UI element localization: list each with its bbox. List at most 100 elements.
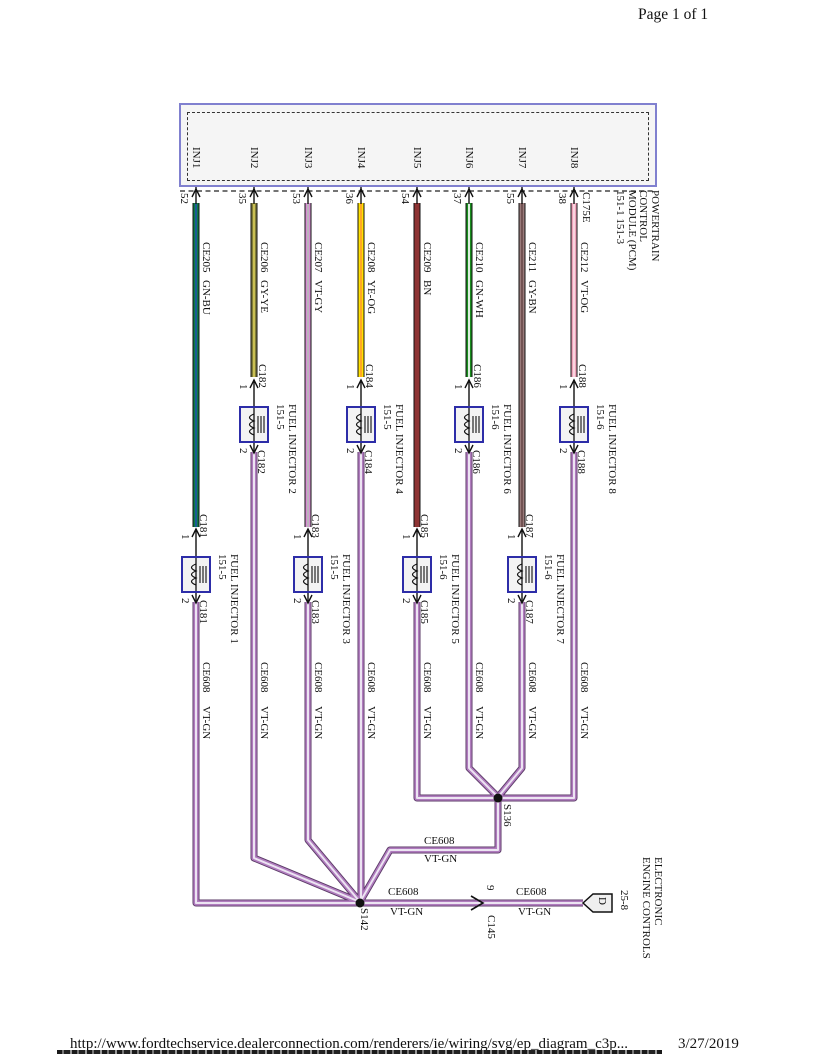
- wire-color-label: YE-OG: [365, 280, 377, 315]
- injector-6-label: FUEL INJECTOR 6 151-6: [489, 404, 514, 494]
- wire-color-label: VT-GY: [312, 280, 324, 314]
- pcm-pin-number: 52: [178, 193, 190, 204]
- coil-icon: [302, 558, 319, 591]
- pin1-label: 1: [400, 534, 412, 540]
- splice-s142-label: S142: [358, 908, 370, 931]
- c145-pin-number: 9: [484, 885, 496, 891]
- connector-label: C186: [471, 364, 483, 388]
- pcm-pin-number: 38: [556, 193, 568, 204]
- pin-arrows: [191, 187, 579, 605]
- clipped-text-edge: [57, 1050, 662, 1054]
- circuit-label: CE210: [473, 242, 485, 273]
- pin2-label: 2: [179, 598, 191, 604]
- pcm-pin-number: 53: [290, 193, 302, 204]
- fuel-injector-6-box: [454, 406, 484, 443]
- out-circuit-label: CE608: [312, 662, 324, 693]
- pin2-label: 2: [344, 448, 356, 454]
- pin1-label: 1: [505, 534, 517, 540]
- connector-label: C183: [309, 514, 321, 538]
- connector-label: C187: [523, 600, 535, 624]
- offpage-ref-number: 25-8: [618, 890, 630, 911]
- connector-label: C187: [523, 514, 535, 538]
- coil-icon: [248, 408, 265, 441]
- pcm-pin-name: INJ3: [302, 147, 314, 169]
- out-circuit-label: CE608: [365, 662, 377, 693]
- coil-icon: [568, 408, 585, 441]
- pin2-label: 2: [237, 448, 249, 454]
- out-color-label: VT-GN: [526, 706, 538, 740]
- pcm-pin-number: 54: [399, 193, 411, 204]
- wire-color-label: VT-OG: [578, 280, 590, 314]
- injector-5-label: FUEL INJECTOR 5 151-6: [437, 554, 462, 644]
- circuit-label: CE209: [421, 242, 433, 273]
- wire-color-label: BN: [421, 280, 433, 296]
- footer-date: 3/27/2019: [678, 1036, 739, 1052]
- out-color-label: VT-GN: [421, 706, 433, 740]
- pin1-label: 1: [291, 534, 303, 540]
- injector-2-label: FUEL INJECTOR 2 151-5: [274, 404, 299, 494]
- out-circuit-label: CE608: [578, 662, 590, 693]
- injector-8-label: FUEL INJECTOR 8 151-6: [594, 404, 619, 494]
- circuit-label: CE211: [526, 242, 538, 273]
- fuel-injector-5-box: [402, 556, 432, 593]
- injector-3-label: FUEL INJECTOR 3 151-5: [328, 554, 353, 644]
- connector-label: C182: [255, 450, 267, 474]
- out-color-label: VT-GN: [312, 706, 324, 740]
- out-circuit-label: CE608: [473, 662, 485, 693]
- pcm-wires: [192, 203, 578, 527]
- fuel-injector-4-box: [346, 406, 376, 443]
- coil-icon: [411, 558, 428, 591]
- injector-1-label: FUEL INJECTOR 1 151-5: [216, 554, 241, 644]
- pin2-label: 2: [505, 598, 517, 604]
- circuit-label: CE208: [365, 242, 377, 273]
- connector-label: C186: [470, 450, 482, 474]
- fuel-injector-7-box: [507, 556, 537, 593]
- connector-label: C188: [575, 450, 587, 474]
- pcm-label: POWERTRAIN CONTROL MODULE (PCM) 151-1 15…: [614, 190, 662, 271]
- connector-label: C181: [197, 600, 209, 624]
- offpage-destination-label: ELECTRONIC ENGINE CONTROLS: [640, 857, 665, 959]
- pcm-pin-name: INJ8: [568, 147, 580, 169]
- pcm-pin-name: INJ4: [355, 147, 367, 169]
- pcm-pin-number: 35: [236, 193, 248, 204]
- pin2-label: 2: [400, 598, 412, 604]
- pin2-label: 2: [557, 448, 569, 454]
- injector-4-label: FUEL INJECTOR 4 151-5: [381, 404, 406, 494]
- fuel-injector-2-box: [239, 406, 269, 443]
- wire-color-label: GN-WH: [473, 280, 485, 318]
- connector-label: C184: [362, 450, 374, 474]
- pin2-label: 2: [291, 598, 303, 604]
- connector-label: C181: [197, 514, 209, 538]
- c145-connector-label: C145: [485, 915, 497, 939]
- output-color-2: VT-GN: [518, 906, 552, 918]
- out-circuit-label: CE608: [258, 662, 270, 693]
- coil-icon: [463, 408, 480, 441]
- vt-gn-wires: [192, 452, 583, 907]
- pcm-pin-name: INJ7: [516, 147, 528, 169]
- pcm-pin-number: 55: [504, 193, 516, 204]
- splice-s136-label: S136: [501, 804, 513, 827]
- connector-label: C183: [309, 600, 321, 624]
- wire-color-label: GN-BU: [200, 280, 212, 315]
- out-circuit-label: CE608: [526, 662, 538, 693]
- circuit-label: CE206: [258, 242, 270, 273]
- wire-color-label: GY-BN: [526, 280, 538, 314]
- out-circuit-label: CE608: [200, 662, 212, 693]
- out-circuit-label: CE608: [421, 662, 433, 693]
- coil-icon: [190, 558, 207, 591]
- injector-7-label: FUEL INJECTOR 7 151-6: [542, 554, 567, 644]
- pin1-label: 1: [237, 384, 249, 390]
- output-circuit-2: CE608: [516, 886, 547, 898]
- coil-icon: [355, 408, 372, 441]
- pcm-pin-number: 36: [343, 193, 355, 204]
- pcm-box: [179, 103, 657, 187]
- connector-label: C184: [363, 364, 375, 388]
- fuel-injector-3-box: [293, 556, 323, 593]
- pcm-pin-name: INJ5: [411, 147, 423, 169]
- splice-s142-dot: [355, 898, 365, 908]
- output-color: VT-GN: [390, 906, 424, 918]
- pcm-dashed-border: [187, 112, 649, 181]
- splice-wire-circuit: CE608: [424, 835, 455, 847]
- pin1-label: 1: [452, 384, 464, 390]
